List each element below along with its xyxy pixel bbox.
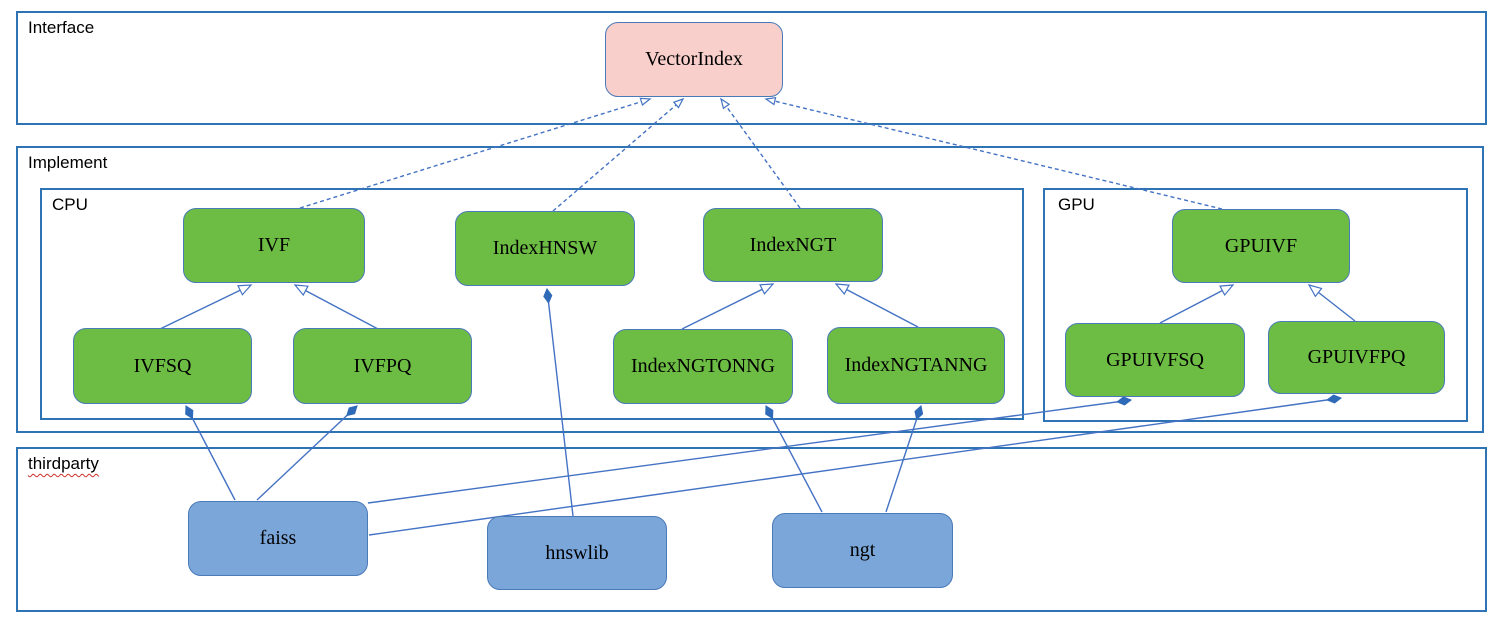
node-ivf-label: IVF bbox=[257, 234, 291, 256]
node-ivfsq-label: IVFSQ bbox=[133, 354, 192, 377]
container-thirdparty: thirdparty bbox=[16, 447, 1487, 612]
container-cpu-label: CPU bbox=[52, 195, 88, 214]
node-vectorindex: VectorIndex bbox=[605, 22, 783, 97]
node-hnswlib: hnswlib bbox=[487, 516, 667, 590]
container-gpu: GPU bbox=[1043, 188, 1468, 422]
node-gpuivf-label: GPUIVF bbox=[1224, 234, 1298, 257]
node-indexngt: IndexNGT bbox=[703, 208, 883, 282]
edge-ivf-to-vectorindex bbox=[299, 97, 652, 209]
edge-gpuivf-to-vectorindex bbox=[764, 96, 1223, 210]
node-gpuivfpq-label: GPUIVFPQ bbox=[1307, 346, 1406, 368]
edge-faiss-to-gpuivfpq bbox=[368, 394, 1342, 536]
node-indexngtonng-label: IndexNGTONNG bbox=[630, 355, 776, 377]
node-indexngtanng: IndexNGTANNG bbox=[827, 327, 1005, 404]
node-indexhnsw: IndexHNSW bbox=[455, 211, 635, 286]
container-cpu: CPU bbox=[40, 188, 1024, 420]
edge-faiss-to-gpuivfsq bbox=[367, 396, 1132, 504]
edge-faiss-to-ivfsq bbox=[185, 405, 236, 501]
node-gpuivfsq-label: GPUIVFSQ bbox=[1106, 348, 1204, 371]
node-faiss: faiss bbox=[188, 501, 368, 576]
node-ivfsq: IVFSQ bbox=[73, 328, 252, 404]
edge-ivfsq-to-ivf bbox=[159, 284, 253, 330]
node-faiss-label: faiss bbox=[259, 527, 297, 549]
node-indexngt-label: IndexNGT bbox=[749, 233, 837, 256]
edge-indexhnsw-to-vectorindex bbox=[552, 97, 685, 212]
edge-indexngtonng-to-indexngt bbox=[681, 283, 775, 330]
container-implement: Implement bbox=[16, 146, 1484, 433]
edge-faiss-to-ivfpq bbox=[256, 405, 358, 501]
edge-gpuivfsq-to-gpuivf bbox=[1159, 284, 1235, 324]
edge-indexngtanng-to-indexngt bbox=[834, 283, 919, 328]
container-interface: Interface bbox=[16, 11, 1487, 125]
edge-indexngt-to-vectorindex bbox=[720, 97, 801, 209]
node-hnswlib-label: hnswlib bbox=[545, 541, 609, 564]
node-indexhnsw-label: IndexHNSW bbox=[492, 237, 598, 259]
node-indexngtonng: IndexNGTONNG bbox=[613, 329, 793, 404]
container-thirdparty-label: thirdparty bbox=[28, 454, 99, 473]
node-indexngtanng-label: IndexNGTANNG bbox=[844, 354, 988, 376]
node-gpuivf: GPUIVF bbox=[1172, 209, 1350, 283]
node-ivfpq: IVFPQ bbox=[293, 328, 472, 404]
node-ngt: ngt bbox=[772, 513, 953, 588]
node-gpuivfpq: GPUIVFPQ bbox=[1268, 321, 1445, 394]
edge-ngt-to-indexngtonng bbox=[765, 405, 823, 513]
edge-hnswlib-to-indexhnsw bbox=[543, 287, 574, 517]
node-ivf: IVF bbox=[183, 208, 365, 283]
container-gpu-label: GPU bbox=[1058, 195, 1095, 214]
node-ivfpq-label: IVFPQ bbox=[353, 354, 412, 377]
node-gpuivfsq: GPUIVFSQ bbox=[1065, 323, 1245, 397]
container-implement-label: Implement bbox=[28, 153, 108, 172]
node-vectorindex-label: VectorIndex bbox=[645, 48, 743, 70]
node-ngt-label: ngt bbox=[849, 539, 876, 561]
edge-gpuivfpq-to-gpuivf bbox=[1307, 284, 1356, 322]
container-interface-label: Interface bbox=[28, 18, 95, 37]
edge-ivfpq-to-ivf bbox=[293, 284, 379, 330]
